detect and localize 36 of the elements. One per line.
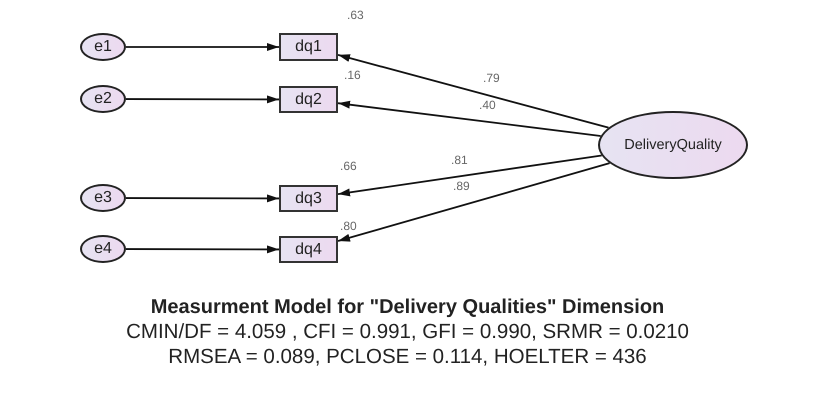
edge-label: .79	[482, 72, 501, 84]
variable-ellipse	[80, 85, 126, 113]
coefficient-label: .63	[347, 9, 364, 21]
variable-name: dq3	[295, 190, 322, 208]
arrow	[126, 245, 279, 254]
coefficient-label: .66	[340, 160, 357, 172]
arrow	[338, 100, 601, 137]
variable-name: dq4	[295, 240, 322, 258]
variable-name: dq2	[295, 90, 322, 108]
coefficient-label: .80	[340, 220, 357, 232]
variable-ellipse	[80, 235, 126, 263]
variable-box	[279, 185, 338, 212]
diagram-title: Measurment Model for "Delivery Qualities" Dimension	[150, 296, 666, 319]
variable-name: e4	[94, 240, 112, 258]
arrow	[126, 43, 279, 51]
coefficient-label: .16	[344, 69, 361, 81]
variable-ellipse	[80, 184, 126, 212]
variable-name: e1	[94, 38, 112, 56]
variable-name: DeliveryQuality	[624, 137, 722, 153]
arrow	[126, 95, 279, 104]
fit-statistics: RMSEA = 0.089, PCLOSE = 0.114, HOELTER = 436	[167, 345, 648, 369]
variable-box	[279, 236, 338, 263]
variable-name: dq1	[295, 38, 322, 56]
arrow	[126, 194, 279, 202]
edge-label: .81	[450, 154, 469, 166]
arrow	[338, 154, 602, 196]
edge-label: .40	[478, 99, 497, 111]
arrow	[338, 162, 610, 242]
variable-box	[279, 33, 338, 61]
variable-ellipse	[80, 33, 126, 61]
arrow	[338, 54, 609, 129]
variable-name: e3	[94, 189, 112, 207]
variable-box	[279, 86, 338, 113]
fit-statistics: CMIN/DF = 4.059 , CFI = 0.991, GFI = 0.990, SRMR = 0.0210	[125, 320, 690, 344]
edge-label: .89	[452, 180, 471, 192]
variable-name: e2	[94, 90, 112, 108]
